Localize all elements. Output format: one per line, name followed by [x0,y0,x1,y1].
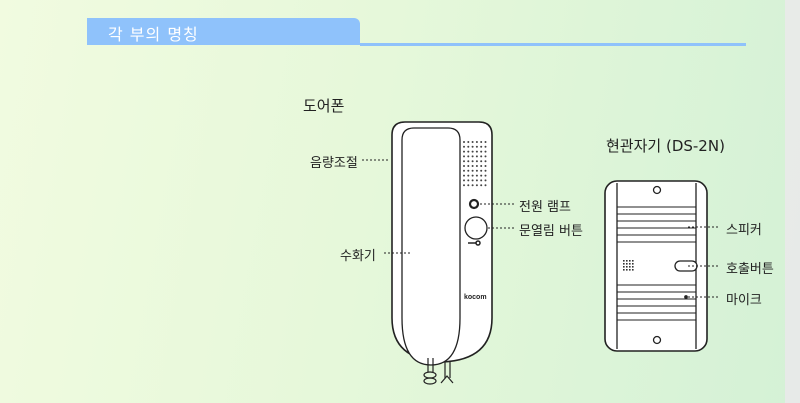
power-lamp-icon [468,198,480,210]
label-mic: 마이크 [726,293,762,308]
edge-strip [785,0,800,403]
speaker-grille-icon [463,141,487,187]
doorphone-illustration [391,121,493,385]
doorphone-title: 도어폰 [303,97,345,115]
key-icon [468,240,481,246]
cord-icon [423,358,454,385]
section-tab [87,18,360,45]
entrance-unit-title: 현관자기 (DS-2N) [606,137,725,155]
label-door-open-button: 문열림 버튼 [519,224,583,239]
label-power-lamp: 전원 램프 [519,200,571,215]
header-rule [360,43,746,46]
label-handset: 수화기 [340,249,376,264]
label-call-button: 호출버튼 [726,262,774,277]
leader-lines [362,159,720,298]
entrance-unit-illustration [604,180,708,352]
brand-logo: kocom [464,294,487,301]
label-speaker: 스피커 [726,223,762,238]
section-title: 각 부의 명칭 [108,25,199,44]
door-open-button [464,216,488,240]
label-volume: 음량조절 [310,156,358,171]
